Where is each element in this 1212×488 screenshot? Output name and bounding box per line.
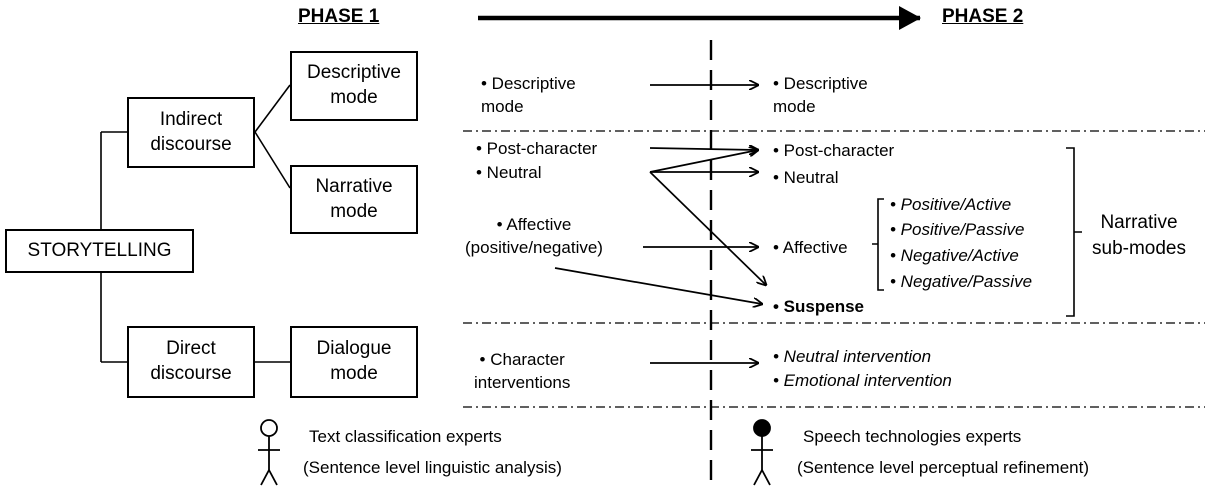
arrow-post-character xyxy=(649,148,758,150)
p1-character-interventions: • Character interventions xyxy=(474,350,571,393)
p1-post-character: • Post-character xyxy=(476,139,598,158)
person-outline-icon xyxy=(258,419,280,486)
tree-connectors xyxy=(100,84,291,363)
phase1-label: PHASE 1 xyxy=(298,6,380,27)
affective-bracket xyxy=(872,198,884,291)
p2-descriptive-mode: • Descriptive mode xyxy=(773,74,868,117)
p2-suspense: • Suspense xyxy=(773,297,864,316)
arrow-neutral-to-suspense xyxy=(649,171,766,285)
narrative-mode-box: Narrative mode xyxy=(290,165,418,234)
submode-negative-active: • Negative/Active xyxy=(890,246,1019,265)
left-expert-detail: (Sentence level linguistic analysis) xyxy=(303,458,562,477)
p2-neutral: • Neutral xyxy=(773,168,839,187)
right-expert-detail: (Sentence level perceptual refinement) xyxy=(797,458,1089,477)
submode-positive-active: • Positive/Active xyxy=(890,195,1012,214)
arrow-neutral-to-post xyxy=(649,150,758,173)
p1-affective: • Affective (positive/negative) xyxy=(465,215,603,258)
phase2-label: PHASE 2 xyxy=(942,6,1024,27)
arrow-affective-to-suspense xyxy=(554,267,762,304)
narrative-submodes-label: Narrative sub-modes xyxy=(1092,212,1186,260)
submode-negative-passive: • Negative/Passive xyxy=(890,272,1033,291)
p1-descriptive-mode: • Descriptive mode xyxy=(481,74,576,117)
descriptive-mode-box: Descriptive mode xyxy=(290,51,418,121)
indirect-discourse-box: Indirect discourse xyxy=(127,97,255,168)
p2-affective: • Affective xyxy=(773,238,848,257)
p1-neutral: • Neutral xyxy=(476,163,542,182)
dialogue-mode-box: Dialogue mode xyxy=(290,326,418,398)
narrative-bracket xyxy=(1066,147,1082,317)
person-filled-icon xyxy=(751,419,773,486)
mapping-arrows xyxy=(554,85,766,363)
p2-emotional-intervention: • Emotional intervention xyxy=(773,371,952,390)
storytelling-box: STORYTELLING xyxy=(5,229,194,273)
p2-neutral-intervention: • Neutral intervention xyxy=(773,347,932,366)
left-expert-title: Text classification experts xyxy=(309,427,502,446)
direct-discourse-box: Direct discourse xyxy=(127,326,255,398)
p2-post-character: • Post-character xyxy=(773,141,895,160)
right-expert-title: Speech technologies experts xyxy=(803,427,1022,446)
submode-positive-passive: • Positive/Passive xyxy=(890,220,1025,239)
